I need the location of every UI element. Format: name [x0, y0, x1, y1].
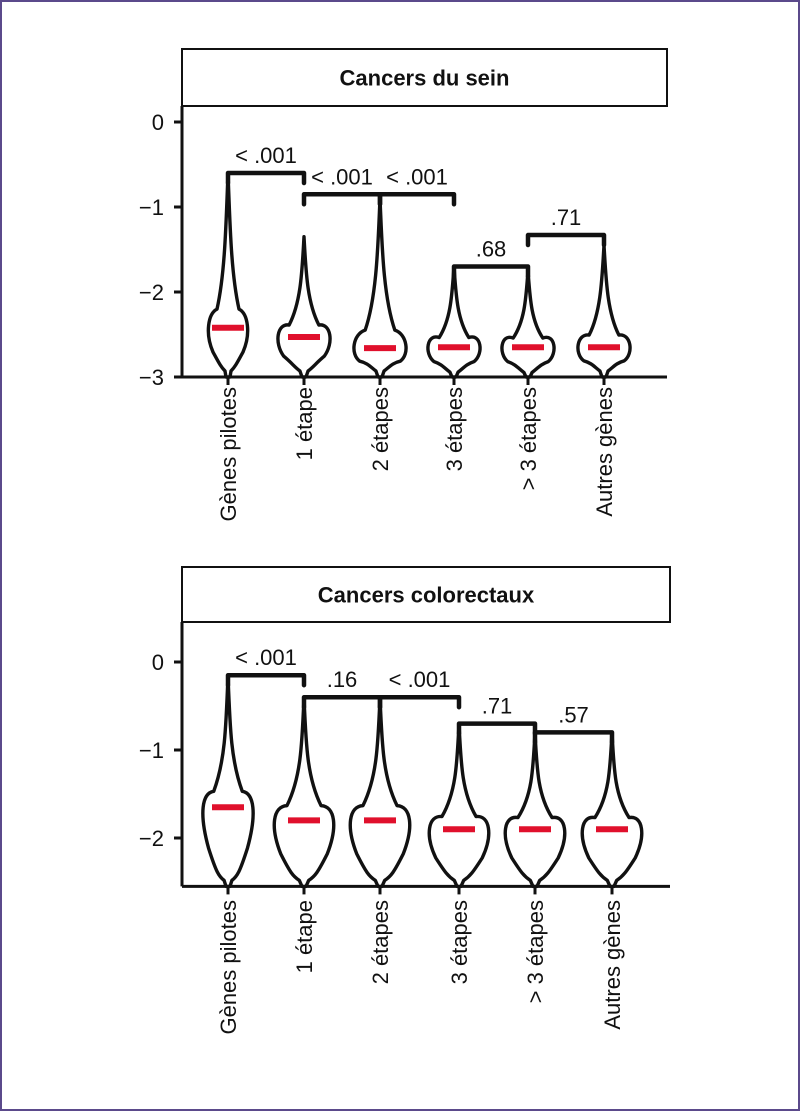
p-value-label: .16 [327, 667, 358, 692]
violin-5 [580, 730, 644, 889]
category-label: Autres gènes [592, 387, 617, 517]
comparison-bracket [377, 192, 457, 207]
category-label: > 3 étapes [523, 900, 548, 1003]
comparison-bracket [451, 264, 531, 279]
comparison-bracket [225, 672, 307, 688]
p-value-label: .68 [476, 237, 507, 262]
comparison-bracket [377, 694, 462, 710]
category-label: 2 étapes [368, 900, 393, 984]
category-label: Gènes pilotes [216, 900, 241, 1035]
comparison-bracket [525, 232, 607, 248]
y-tick-label: −1 [139, 195, 164, 220]
y-tick-label: −1 [139, 738, 164, 763]
p-value-label: < .001 [235, 645, 297, 670]
violin-2 [352, 196, 408, 379]
comparison-bracket [225, 170, 307, 186]
comparison-bracket [456, 721, 538, 736]
y-tick-label: −2 [139, 280, 164, 305]
p-value-label: < .001 [389, 667, 451, 692]
category-label: Gènes pilotes [216, 387, 241, 522]
y-tick-label: 0 [152, 110, 164, 135]
violin-1 [276, 235, 332, 379]
violin-3 [426, 264, 482, 379]
category-label: 1 étape [292, 387, 317, 460]
violin-0 [206, 171, 250, 379]
category-label: Autres gènes [600, 900, 625, 1030]
y-tick-label: 0 [152, 650, 164, 675]
p-value-label: .71 [551, 205, 582, 230]
p-value-label: .71 [482, 694, 513, 719]
violin-1 [272, 695, 336, 889]
violin-0 [201, 673, 255, 889]
panel-title-box [181, 566, 671, 623]
category-label: > 3 étapes [516, 387, 541, 490]
panel-title-box [181, 48, 668, 107]
comparison-bracket [301, 192, 383, 207]
p-value-label: < .001 [386, 164, 448, 189]
category-label: 1 étape [292, 900, 317, 973]
violin-3 [427, 721, 491, 889]
violin-4 [500, 269, 556, 379]
violin-5 [576, 243, 632, 379]
violin-2 [348, 695, 412, 889]
violin-4 [503, 730, 567, 889]
p-value-label: < .001 [235, 143, 297, 168]
panel-title: Cancers du sein [340, 66, 510, 91]
category-label: 3 étapes [442, 387, 467, 471]
category-label: 2 étapes [368, 387, 393, 471]
panel-title: Cancers colorectaux [318, 583, 535, 608]
p-value-label: < .001 [311, 164, 373, 189]
comparison-bracket [532, 730, 615, 745]
category-label: 3 étapes [447, 900, 472, 984]
y-tick-label: −2 [139, 826, 164, 851]
comparison-bracket [301, 694, 383, 710]
y-tick-label: −3 [139, 365, 164, 390]
p-value-label: .57 [558, 702, 589, 727]
